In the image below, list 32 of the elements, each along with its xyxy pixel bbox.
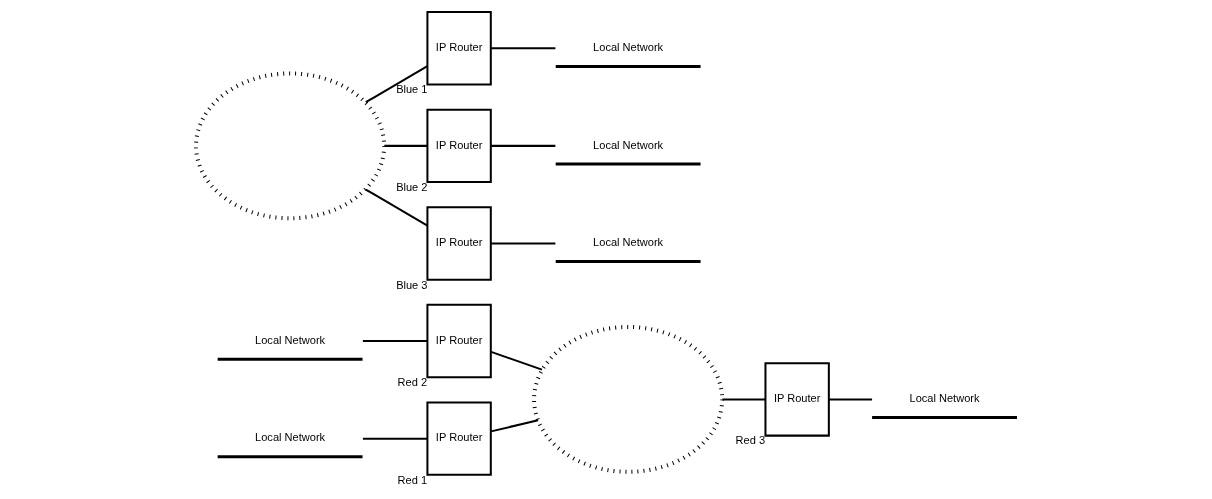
node-box: IP Router: [425, 11, 492, 86]
node-label: Blue 3: [395, 278, 427, 291]
connector: [490, 242, 555, 245]
node-label: Red 1: [397, 473, 427, 486]
connector: [490, 47, 555, 50]
node-text: Local Network: [592, 138, 663, 151]
node-box: IP Router: [763, 362, 830, 437]
node-cloud: [193, 71, 386, 221]
connector: [828, 398, 872, 401]
node-label: Red 2: [397, 376, 427, 389]
connector: [490, 144, 555, 147]
connector: [364, 188, 428, 227]
node-box: IP Router: [425, 401, 492, 476]
node-text: Local Network: [592, 41, 663, 54]
node-label: Blue 1: [395, 83, 427, 96]
node-text: Local Network: [909, 392, 980, 405]
connector: [364, 65, 428, 104]
node-box: IP Router: [425, 303, 492, 379]
node-text: Local Network: [592, 236, 663, 249]
node-box: IP Router: [425, 108, 492, 184]
node-text: Local Network: [254, 333, 325, 346]
node-cloud: [531, 324, 724, 474]
connector: [721, 398, 765, 401]
node-box: IP Router: [425, 206, 492, 281]
connector: [362, 340, 427, 343]
connector: [362, 437, 427, 440]
connector: [383, 144, 427, 147]
connector: [490, 419, 538, 433]
node-label: Blue 2: [395, 180, 427, 193]
node-label: Red 3: [735, 434, 765, 447]
node-text: Local Network: [254, 431, 325, 444]
connector: [490, 350, 542, 371]
